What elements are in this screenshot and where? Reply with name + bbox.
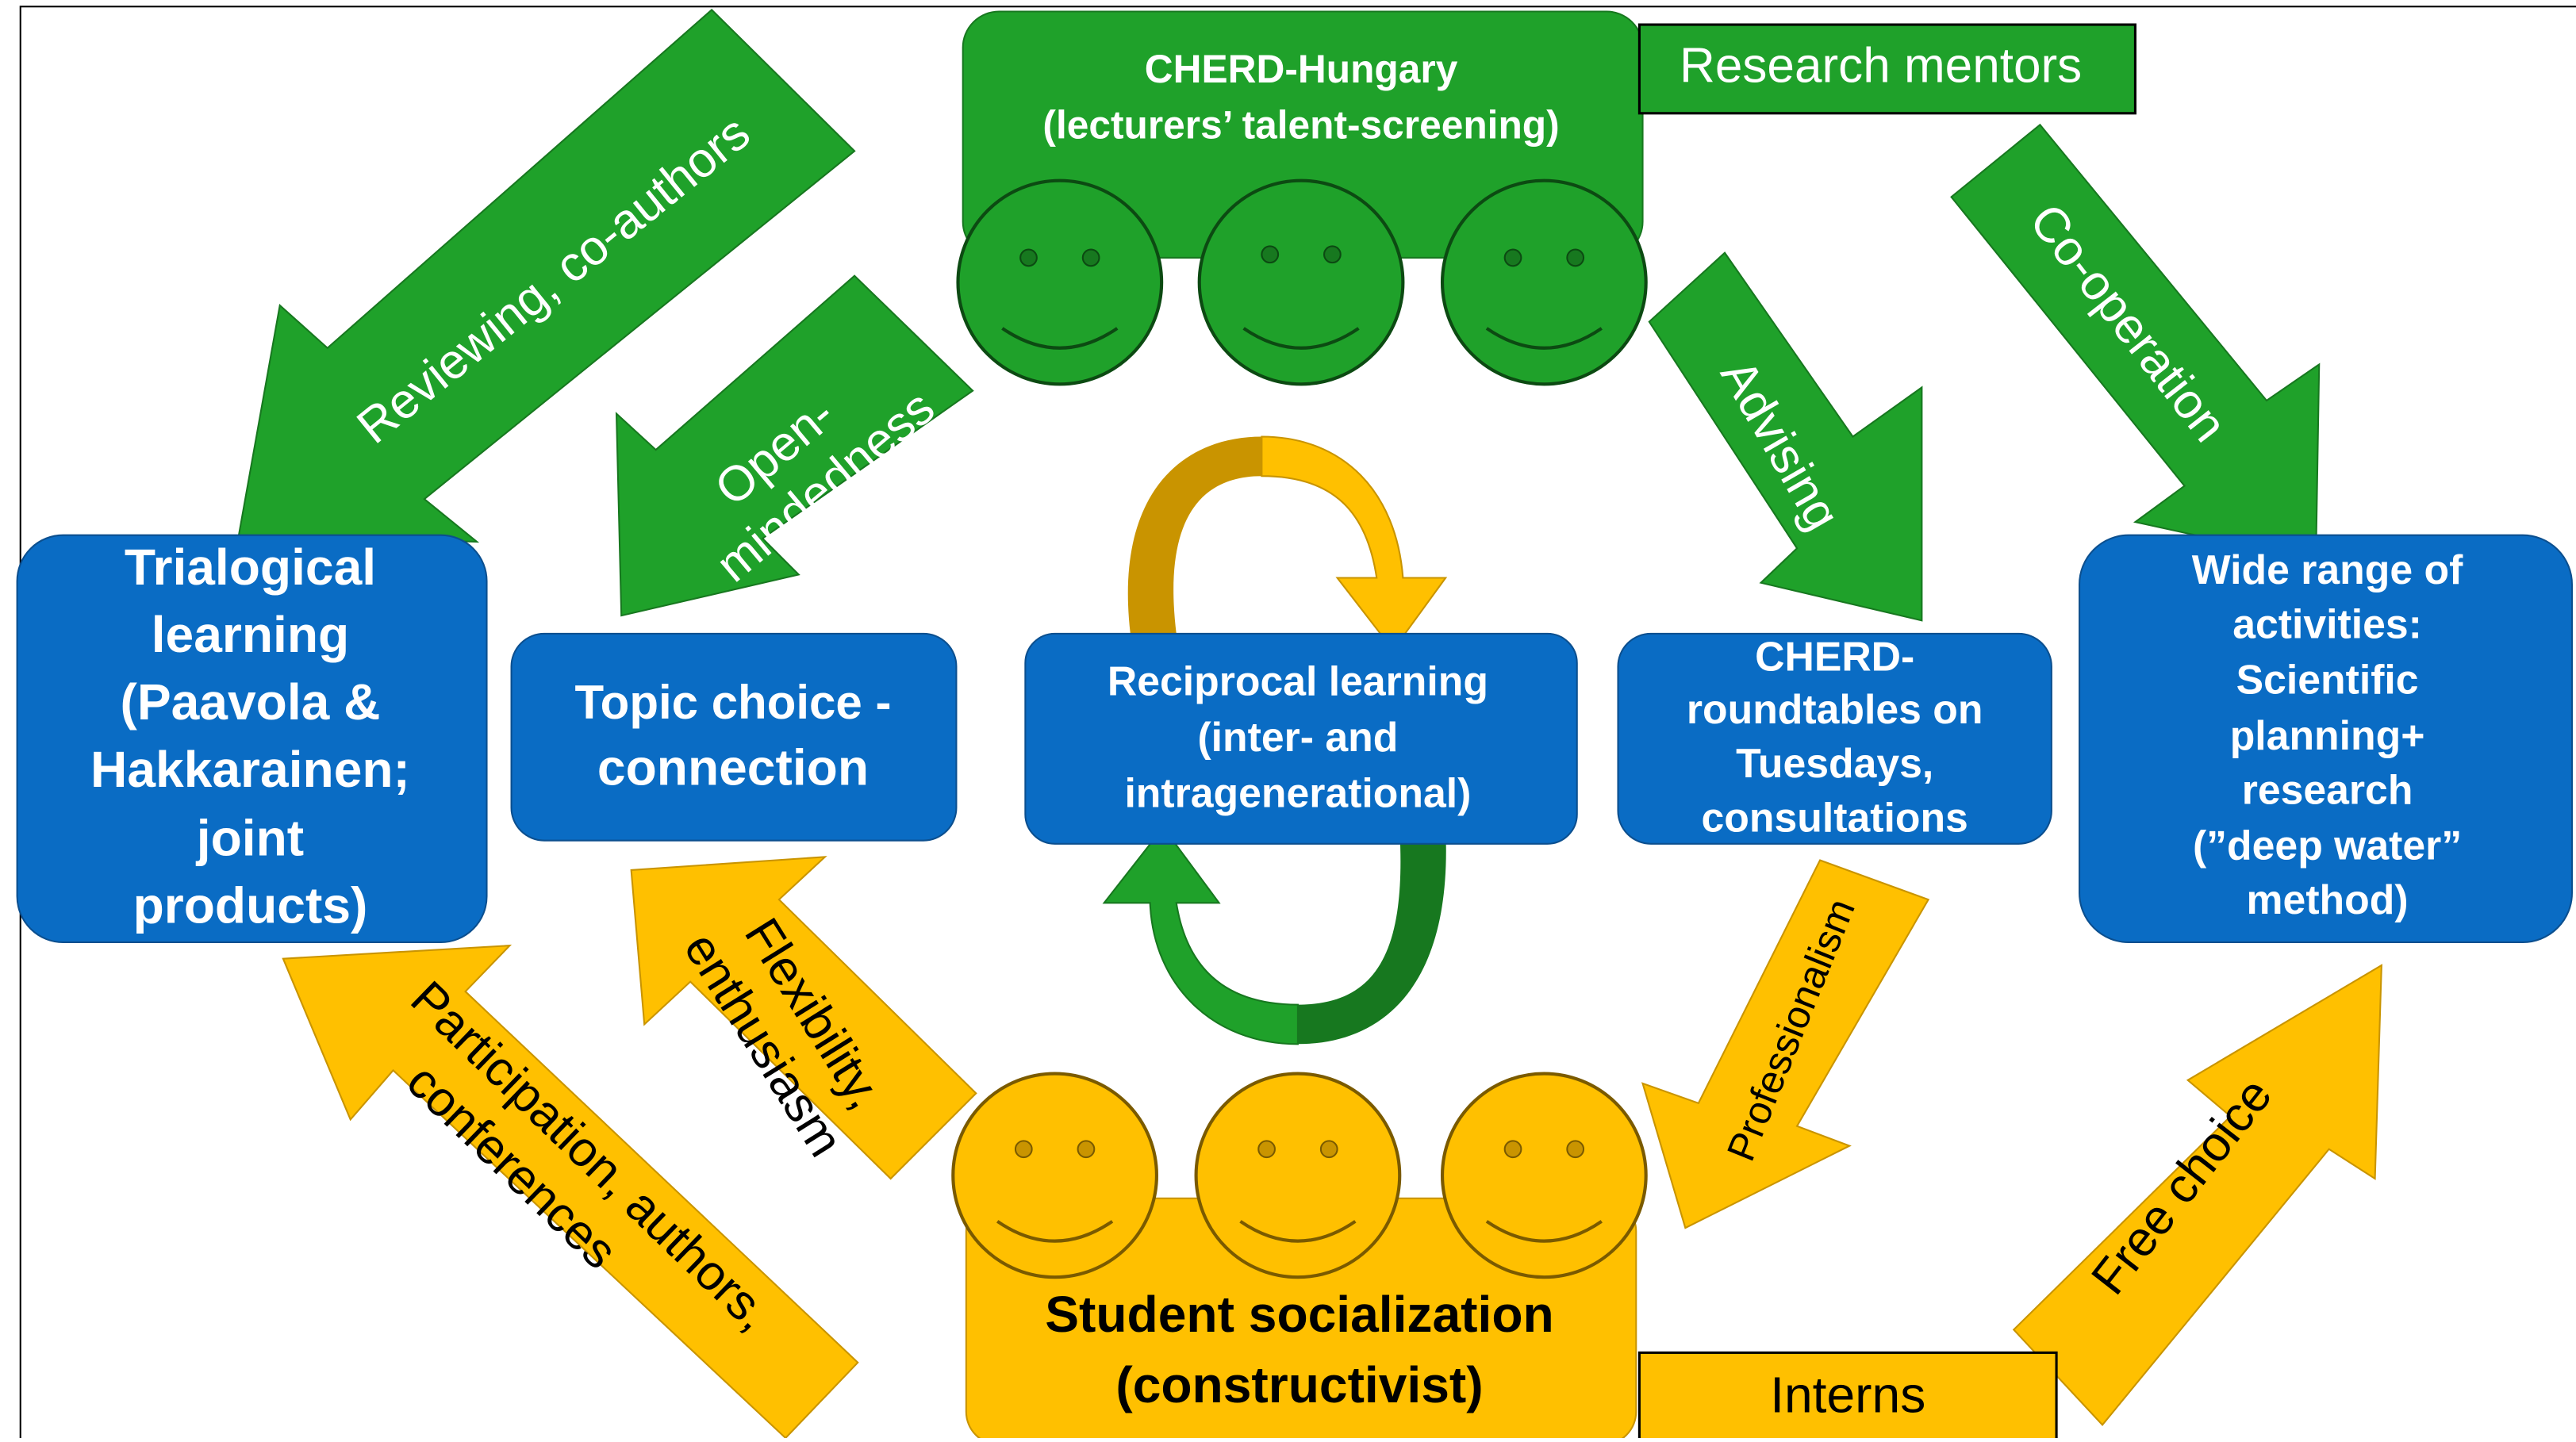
cherd-hungary-group: CHERD-Hungary (lecturers’ talent-screeni… — [956, 10, 1648, 386]
reciprocal-line: (inter- and — [1197, 714, 1398, 760]
wide-range-line: method) — [2247, 876, 2409, 922]
interns-label: Interns — [1637, 1351, 2058, 1442]
smiley-face — [1440, 1072, 1648, 1279]
reciprocal-line: Reciprocal learning — [1108, 658, 1488, 704]
student-socialization-title: Student socialization — [1045, 1286, 1553, 1343]
trialogical-line: Hakkarainen; — [90, 741, 410, 798]
cherd-hungary-title: CHERD-Hungary — [1145, 47, 1458, 91]
cherd-roundtables-line: Tuesdays, — [1736, 740, 1933, 786]
trialogical-line: joint — [196, 810, 304, 867]
cherd-roundtables-box: CHERD- roundtables on Tuesdays, consulta… — [1617, 632, 2052, 845]
smiley-face — [951, 1072, 1158, 1279]
trialogical-line: (Paavola & — [120, 673, 380, 731]
circular-arrow-green — [1102, 826, 1446, 1045]
cherd-roundtables-line: CHERD- — [1755, 634, 1914, 680]
smiley-face — [956, 178, 1164, 386]
cherd-roundtables-line: roundtables on — [1687, 686, 1983, 732]
topic-choice-line: connection — [597, 739, 869, 796]
smiley-face — [1440, 178, 1648, 386]
trialogical-line: Trialogical — [125, 539, 376, 596]
trialogical-learning-box: Trialogical learning (Paavola & Hakkarai… — [16, 534, 488, 944]
student-socialization-group: Student socialization (constructivist) — [951, 1072, 1648, 1442]
research-mentors-label: Research mentors — [1637, 23, 2136, 115]
wide-range-line: planning+ — [2230, 712, 2425, 758]
topic-choice-line: Topic choice - — [574, 676, 891, 729]
cherd-hungary-subtitle: (lecturers’ talent-screening) — [1042, 103, 1559, 148]
smiley-face — [1197, 178, 1405, 386]
trialogical-line: learning — [152, 606, 350, 663]
research-mentors-text: Research mentors — [1680, 38, 2082, 93]
wide-range-line: research — [2242, 766, 2413, 812]
wide-range-line: Wide range of — [2192, 547, 2463, 593]
student-socialization-subtitle: (constructivist) — [1115, 1356, 1483, 1413]
wide-range-line: Scientific — [2236, 657, 2419, 703]
wide-range-line: (”deep water” — [2193, 823, 2462, 869]
reciprocal-line: intragenerational) — [1124, 769, 1471, 815]
reciprocal-learning-box: Reciprocal learning (inter- and intragen… — [1024, 632, 1578, 845]
topic-choice-box: Topic choice - connection — [510, 632, 958, 842]
trialogical-line: products) — [133, 877, 368, 934]
interns-text: Interns — [1770, 1366, 1925, 1423]
circular-arrow-yellow — [1127, 435, 1448, 652]
wide-range-box: Wide range of activities: Scientific pla… — [2079, 534, 2573, 944]
cherd-roundtables-line: consultations — [1702, 794, 1968, 840]
wide-range-line: activities: — [2232, 600, 2422, 646]
smiley-face — [1194, 1072, 1402, 1279]
